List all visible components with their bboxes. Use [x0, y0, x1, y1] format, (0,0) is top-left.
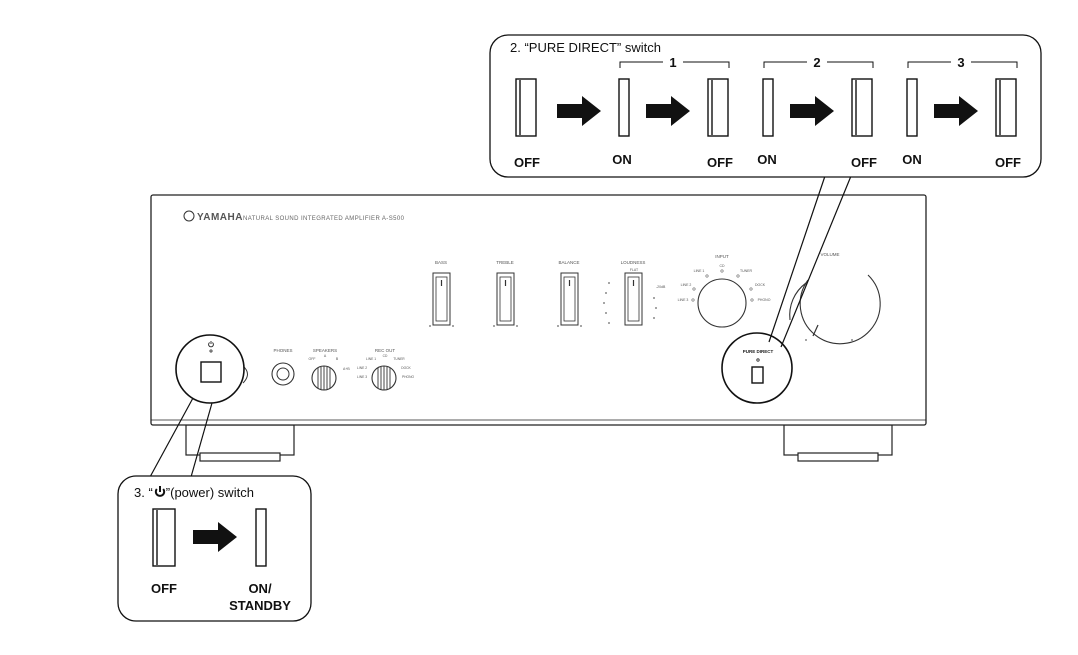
loudness-label: LOUDNESS	[621, 260, 646, 265]
step-3-bracket	[907, 61, 1018, 68]
state-on-step2: ON	[757, 152, 777, 167]
balance-control[interactable]: BALANCE	[558, 260, 580, 326]
rec-out-selector[interactable]: REC OUT LINE 1 CD TUNER LINE 2 DOCK LINE…	[357, 348, 415, 391]
speakers-option-b: B	[336, 357, 339, 361]
input-option-cd: CD	[719, 264, 725, 268]
phones-label: PHONES	[273, 348, 292, 353]
input-option-line2: LINE 2	[681, 283, 692, 287]
speakers-option-off: OFF	[309, 357, 316, 361]
brand-name: YAMAHA	[197, 212, 243, 223]
switch-on-step3	[906, 78, 918, 137]
power-switch-highlight[interactable]	[175, 334, 245, 404]
power-symbol-icon	[208, 341, 214, 348]
power-callout: 3. “”(power) switch OFF ON/ STANDBY	[117, 475, 312, 622]
power-switch-off	[152, 508, 176, 567]
callout-leader-lines	[149, 175, 852, 478]
pure-direct-highlight[interactable]: PURE DIRECT	[721, 332, 793, 404]
speakers-option-ab: A+B	[343, 367, 350, 371]
input-option-dock: DOCK	[755, 283, 766, 287]
rec-out-option-line2: LINE 2	[357, 366, 367, 370]
rec-out-option-cd: CD	[383, 354, 388, 358]
state-on-step1: ON	[612, 152, 632, 167]
pure-direct-label: PURE DIRECT	[743, 349, 774, 354]
model-line: NATURAL SOUND INTEGRATED AMPLIFIER A-S50…	[243, 216, 405, 222]
power-button[interactable]	[200, 361, 222, 383]
step-2-bracket	[763, 61, 874, 68]
speakers-option-a: A	[324, 354, 327, 358]
step-3-label: 3	[957, 55, 964, 70]
switch-off-step1	[707, 78, 729, 137]
power-state-on-line2: STANDBY	[229, 598, 291, 613]
switch-off-initial	[515, 78, 537, 137]
volume-knob[interactable]: VOLUME	[789, 252, 881, 345]
front-panel	[150, 194, 927, 426]
state-off-step2: OFF	[851, 155, 877, 170]
treble-label: TREBLE	[496, 260, 514, 265]
phones-jack[interactable]: PHONES	[271, 348, 295, 386]
rec-out-label: REC OUT	[375, 348, 396, 353]
loudness-flat-label: FLAT	[630, 268, 639, 272]
power-state-on-line1: ON/	[248, 581, 272, 596]
rec-out-option-line1: LINE 1	[366, 357, 376, 361]
rec-out-option-phono: PHONO	[402, 375, 415, 379]
power-callout-title: 3. “”(power) switch	[134, 485, 254, 500]
rec-out-option-line3: LINE 3	[357, 375, 367, 379]
power-symbol-icon	[154, 486, 166, 497]
arrow-right-icon	[557, 96, 978, 126]
step-1-label: 1	[669, 55, 676, 70]
rec-out-option-dock: DOCK	[401, 366, 411, 370]
input-option-line3: LINE 3	[678, 298, 689, 302]
step-2-label: 2	[813, 55, 820, 70]
state-off-initial: OFF	[514, 155, 540, 170]
state-off-step1: OFF	[707, 155, 733, 170]
switch-off-step3	[995, 78, 1017, 137]
input-option-line1: LINE 1	[694, 269, 705, 273]
bass-label: BASS	[435, 260, 447, 265]
amplifier: YAMAHA NATURAL SOUND INTEGRATED AMPLIFIE…	[150, 194, 927, 462]
right-foot	[783, 424, 893, 462]
speakers-selector[interactable]: SPEAKERS OFF A B A+B	[309, 348, 351, 391]
loudness-minus-label: -20dB	[656, 285, 666, 289]
input-label: INPUT	[715, 254, 729, 259]
left-foot	[185, 424, 295, 462]
pure-direct-callout-title: 2. “PURE DIRECT” switch	[510, 40, 661, 55]
state-on-step3: ON	[902, 152, 922, 167]
input-selector[interactable]: INPUT LINE 1 CD TUNER LINE 2 DOCK LINE 3…	[678, 254, 771, 328]
slider-tick-marks	[429, 282, 657, 327]
speakers-label: SPEAKERS	[313, 348, 337, 353]
bass-control[interactable]: BASS	[432, 260, 451, 326]
switch-on-step2	[762, 78, 774, 137]
pure-direct-callout: 2. “PURE DIRECT” switch 1 2 3	[489, 34, 1042, 178]
power-state-off: OFF	[151, 581, 177, 596]
pure-direct-button[interactable]	[751, 366, 764, 384]
state-off-step3: OFF	[995, 155, 1021, 170]
step-1-bracket	[619, 61, 730, 68]
power-switch-on	[255, 508, 267, 567]
arrow-right-icon	[193, 522, 237, 552]
balance-label: BALANCE	[558, 260, 579, 265]
treble-control[interactable]: TREBLE	[496, 260, 515, 326]
input-option-phono: PHONO	[758, 298, 771, 302]
switch-on-step1	[618, 78, 630, 137]
yamaha-logo-icon	[183, 210, 195, 222]
loudness-control[interactable]: LOUDNESS FLAT -20dB	[621, 260, 666, 326]
rec-out-option-tuner: TUNER	[393, 357, 405, 361]
volume-label: VOLUME	[820, 252, 839, 257]
input-option-tuner: TUNER	[740, 269, 753, 273]
switch-off-step2	[851, 78, 873, 137]
